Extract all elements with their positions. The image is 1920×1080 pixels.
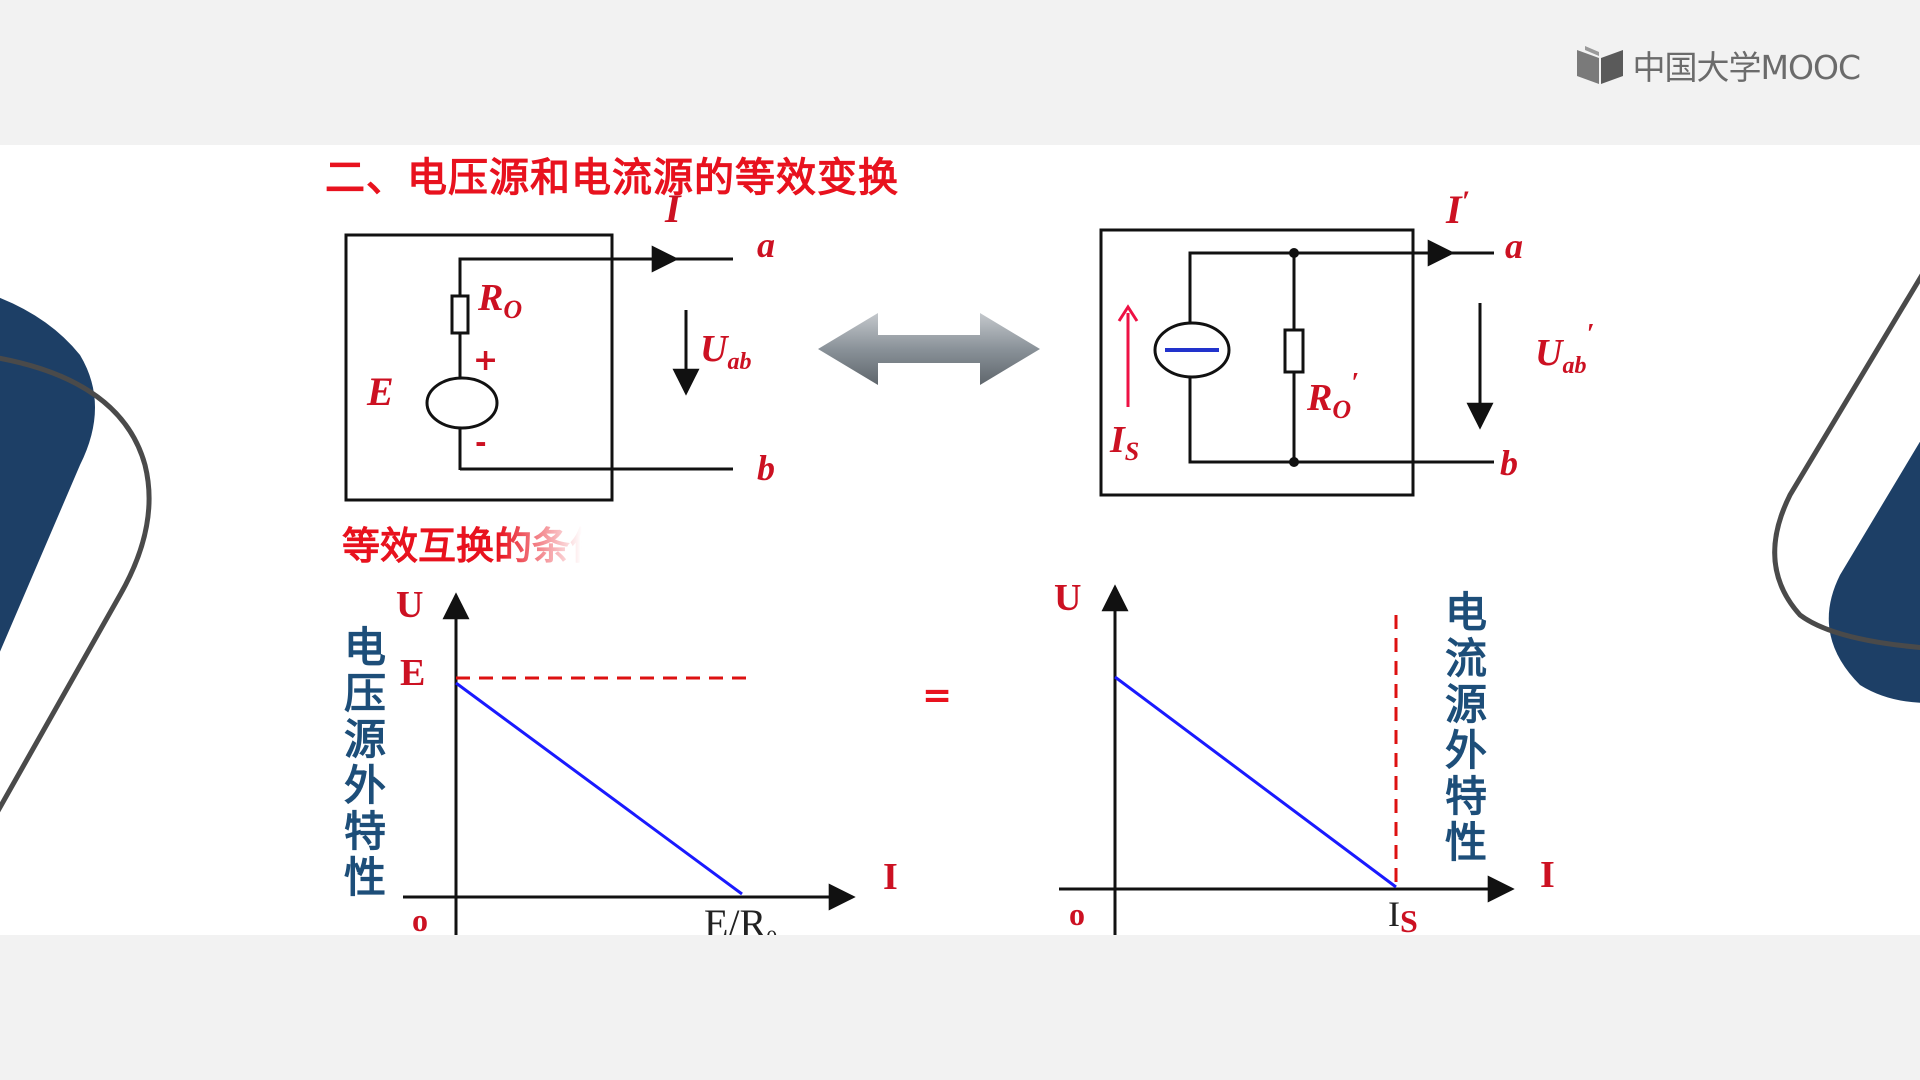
cs-current-label: I′ bbox=[1445, 185, 1470, 232]
current-source-circuit: IS RO′ I′ a b Uab′ bbox=[1099, 185, 1594, 497]
cs-bottom-wire bbox=[1188, 372, 1494, 464]
cs-graph-characteristic-line bbox=[1114, 675, 1397, 889]
cs-graph-origin-label: o bbox=[1069, 896, 1085, 932]
left-decor bbox=[0, 297, 152, 813]
cs-characteristic-vertical-label: 电流源外特性 bbox=[1444, 588, 1487, 867]
slide-canvas: E RO + - I a b Uab bbox=[0, 145, 1920, 935]
vs-graph-characteristic-line bbox=[455, 681, 743, 896]
voltage-source-graph: U I o E E/R0 bbox=[396, 584, 898, 935]
slide-graphics: E RO + - I a b Uab bbox=[0, 185, 1920, 935]
equivalence-double-arrow bbox=[818, 313, 1040, 385]
cs-graph-y-axis-label: U bbox=[1054, 577, 1081, 619]
vs-bottom-wire bbox=[458, 467, 733, 471]
section-label: 等效互换的条件 bbox=[342, 524, 582, 568]
vs-plus-sign: + bbox=[473, 343, 498, 378]
cs-enclosure bbox=[1099, 228, 1415, 497]
vs-voltage-label: Uab bbox=[700, 328, 751, 375]
vs-graph-x-axis-label: I bbox=[883, 856, 898, 898]
mooc-logo: 中国大学MOOC bbox=[1575, 40, 1861, 90]
vs-source-symbol bbox=[425, 376, 499, 430]
cs-source-label: IS bbox=[1109, 419, 1139, 466]
vs-enclosure bbox=[344, 233, 614, 502]
vs-graph-x-intercept-label: E/R0 bbox=[704, 901, 777, 935]
vs-graph-e-label: E bbox=[400, 652, 425, 694]
vs-current-label: I bbox=[664, 186, 682, 231]
cs-graph-is-label: IS bbox=[1388, 894, 1418, 935]
vs-graph-y-axis-label: U bbox=[396, 584, 423, 626]
vs-terminal-a: a bbox=[757, 225, 775, 265]
voltage-source-circuit: E RO + - I a b Uab bbox=[344, 186, 775, 502]
slide-title: 二、电压源和电流源的等效变换 bbox=[325, 155, 899, 201]
cs-resistor-label: RO′ bbox=[1306, 368, 1359, 424]
vs-emf-label: E bbox=[366, 369, 394, 414]
right-decor bbox=[1772, 273, 1920, 703]
vs-resistor-label: RO bbox=[477, 277, 522, 324]
vs-graph-origin-label: o bbox=[412, 902, 428, 935]
book-logo-icon bbox=[1576, 46, 1623, 84]
vs-characteristic-vertical-label: 电压源外特性 bbox=[343, 623, 386, 902]
vs-terminal-b: b bbox=[757, 448, 775, 488]
current-source-graph: U I o IS bbox=[1054, 577, 1555, 935]
equals-sign: = bbox=[922, 675, 952, 716]
cs-top-wire bbox=[1188, 251, 1494, 328]
vs-minus-sign: - bbox=[475, 426, 487, 459]
cs-graph-x-axis-label: I bbox=[1540, 854, 1555, 896]
logo-text: 中国大学MOOC bbox=[1632, 48, 1861, 87]
cs-resistor bbox=[1283, 328, 1305, 374]
cs-terminal-a: a bbox=[1505, 226, 1523, 266]
cs-terminal-b: b bbox=[1500, 443, 1518, 483]
cs-voltage-label: Uab′ bbox=[1535, 319, 1594, 379]
vs-resistor bbox=[450, 294, 470, 335]
